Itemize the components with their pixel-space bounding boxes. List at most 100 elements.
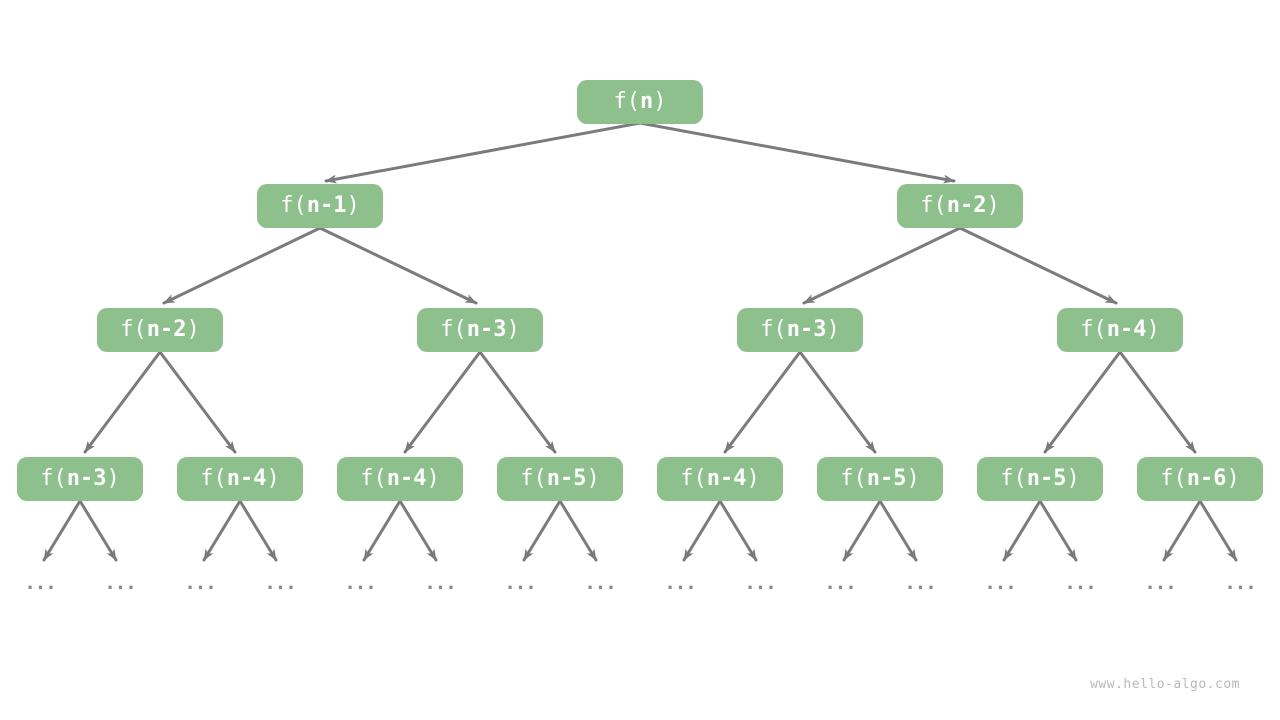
ellipsis-leaf: ... [1224,572,1256,594]
ellipsis-leaf: ... [344,572,376,594]
tree-node-l3-6: f(n-5) [977,457,1103,501]
node-label-pre: f( [360,466,387,491]
edge [162,226,322,305]
node-label-post: ) [1226,466,1240,491]
ellipsis-leaf: ... [904,572,936,594]
tree-node-l3-2: f(n-4) [337,457,463,501]
node-label-post: ) [746,466,760,491]
tree-node-l3-7: f(n-6) [1137,457,1263,501]
tree-node-l2-2: f(n-3) [737,308,863,352]
edge [362,499,402,562]
node-label-pre: f( [440,317,467,342]
ellipsis-leaf: ... [424,572,456,594]
edge [1038,499,1078,562]
ellipsis-leaf: ... [184,572,216,594]
edge [1162,499,1202,562]
node-label-post: ) [426,466,440,491]
node-label-arg: n-3 [466,317,507,342]
node-label-arg: n-4 [1106,317,1147,342]
tree-node-l1-0: f(n-1) [257,184,383,228]
edge [798,350,877,454]
edge [638,121,956,184]
edge [723,350,802,454]
node-label-pre: f( [200,466,227,491]
ellipsis-leaf: ... [264,572,296,594]
edge [802,226,962,305]
node-label-arg: n-1 [306,193,347,218]
ellipsis-leaf: ... [1144,572,1176,594]
node-label-post: ) [186,317,200,342]
node-label-pre: f( [1000,466,1027,491]
node-label-arg: n-2 [146,317,187,342]
ellipsis-leaf: ... [664,572,696,594]
node-label-pre: f( [680,466,707,491]
node-label-pre: f( [1160,466,1187,491]
edge [403,350,482,454]
edge [842,499,882,562]
ellipsis-leaf: ... [504,572,536,594]
edge [718,499,758,562]
node-label-post: ) [826,317,840,342]
node-label-arg: n-3 [66,466,107,491]
node-label-pre: f( [280,193,307,218]
ellipsis-leaf: ... [744,572,776,594]
node-label-pre: f( [520,466,547,491]
node-label-pre: f( [760,317,787,342]
edge [398,499,438,562]
ellipsis-leaf: ... [24,572,56,594]
ellipsis-leaf: ... [584,572,616,594]
node-label-arg: n-4 [226,466,267,491]
tree-node-root: f(n) [577,80,703,124]
edge [202,499,242,562]
node-label-arg: n-4 [386,466,427,491]
edge [83,350,162,454]
node-label-arg: n-4 [706,466,747,491]
node-label-arg: n-6 [1186,466,1227,491]
edge [558,499,598,562]
node-label-post: ) [1066,466,1080,491]
tree-node-l2-0: f(n-2) [97,308,223,352]
edge [682,499,722,562]
node-label-arg: n-5 [866,466,907,491]
tree-node-l1-1: f(n-2) [897,184,1023,228]
node-label-arg: n [640,89,654,114]
edge [878,499,918,562]
node-label-post: ) [106,466,120,491]
tree-node-l2-3: f(n-4) [1057,308,1183,352]
tree-node-l3-1: f(n-4) [177,457,303,501]
edge [1002,499,1042,562]
node-label-pre: f( [120,317,147,342]
node-label-pre: f( [40,466,67,491]
edge [78,499,118,562]
node-label-post: ) [346,193,360,218]
ellipsis-leaf: ... [104,572,136,594]
node-label-post: ) [506,317,520,342]
node-label-post: ) [586,466,600,491]
node-label-pre: f( [920,193,947,218]
tree-node-l3-0: f(n-3) [17,457,143,501]
tree-node-l3-5: f(n-5) [817,457,943,501]
edge [1043,350,1122,454]
edge [318,226,478,305]
node-label-pre: f( [840,466,867,491]
edge [958,226,1118,305]
edge [478,350,557,454]
node-label-arg: n-3 [786,317,827,342]
node-label-pre: f( [613,89,641,114]
node-label-pre: f( [1080,317,1107,342]
edge [1198,499,1238,562]
edge [42,499,82,562]
tree-node-l3-3: f(n-5) [497,457,623,501]
edge [522,499,562,562]
edge [324,121,642,184]
ellipsis-leaf: ... [984,572,1016,594]
node-label-post: ) [986,193,1000,218]
edge [238,499,278,562]
ellipsis-leaf: ... [824,572,856,594]
node-label-arg: n-5 [546,466,587,491]
edge [158,350,237,454]
node-label-post: ) [1146,317,1160,342]
node-label-arg: n-2 [946,193,987,218]
